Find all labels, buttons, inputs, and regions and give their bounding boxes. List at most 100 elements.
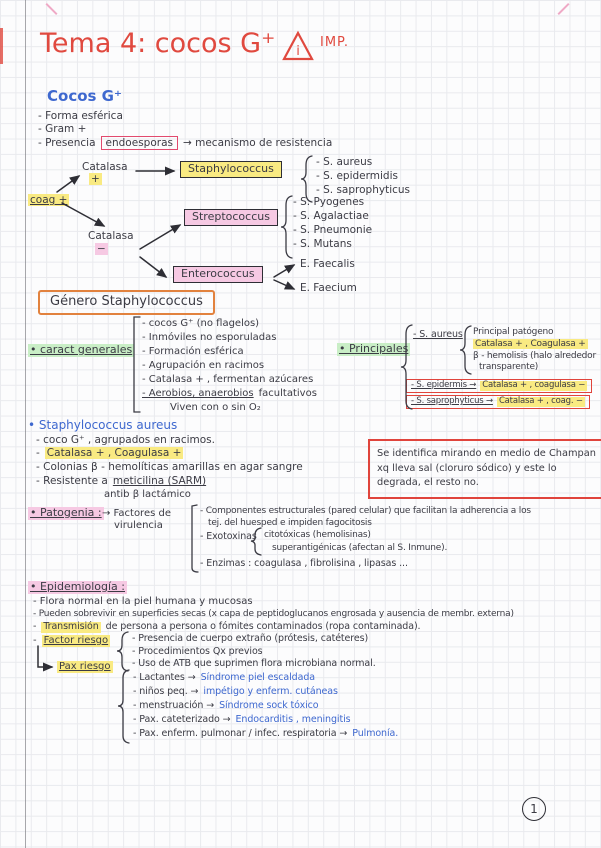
saprophyticus-value: Catalasa + , coag. − <box>496 396 585 407</box>
pax-effect: impétigo y enferm. cutáneas <box>203 686 338 697</box>
coagulase-node: coag + <box>28 194 70 207</box>
risk-factor-item: - Presencia de cuerpo extraño (prótesis,… <box>132 633 369 644</box>
patogenia-intro-2: virulencia <box>114 520 163 531</box>
exotoxin-item-cytotoxic: citotóxicas (hemolisinas) <box>264 530 371 540</box>
catalasa-positive-label: Catalasa <box>82 161 128 173</box>
intro-endospore-line: - Presencia endoesporas → mecanismo de r… <box>38 136 333 151</box>
general-item: - cocos G⁺ (no flagelos) <box>142 318 260 329</box>
patogenia-label: • Patogenia : <box>28 506 104 520</box>
pax-cause: - Pax. enferm. pulmonar / infec. respira… <box>133 728 348 739</box>
endospore-boxed-term: endoesporas <box>100 136 178 151</box>
patogenia-item-structural-2: tej. del huesped e impiden fagocitosis <box>208 518 372 528</box>
brace-factor-items <box>116 631 129 672</box>
aureus-detail-hemolysis2: transparente) <box>479 362 539 372</box>
endospore-suffix: → mecanismo de resistencia <box>182 137 333 149</box>
exotoxin-item-superantigen: superantigénicas (afectan al S. Inmune). <box>272 543 448 553</box>
risk-factor-label: Factor riesgo <box>41 635 111 647</box>
staph-species-item: - S. epidermidis <box>316 170 398 182</box>
dash: - <box>33 635 37 646</box>
dash: - <box>33 621 37 632</box>
page-title: Tema 4: cocos G⁺ <box>40 28 276 59</box>
epi-line-flora: - Flora normal en la piel humana y mucos… <box>33 596 253 607</box>
saprophyticus-name: - S. saprophyticus → <box>411 396 493 406</box>
general-characteristics-label: • caract generales <box>28 343 135 357</box>
staph-species-item: - S. saprophyticus <box>316 184 411 196</box>
risk-patient-item: - Lactantes → Síndrome piel escaldada <box>133 672 315 684</box>
general-item: - Inmóviles no esporuladas <box>142 332 277 343</box>
pax-cause: - menstruación → <box>133 700 215 711</box>
pax-cause: - niños peq. → <box>133 686 199 697</box>
strep-species-item: - S. Mutans <box>293 238 352 250</box>
brace-strep-species <box>280 195 293 259</box>
aureus-item-colonies: - Colonias β - hemolíticas amarillas en … <box>36 461 303 473</box>
risk-factor-item: - Procedimientos Qx previos <box>132 646 263 657</box>
resist-note: antib β lactámico <box>104 489 191 500</box>
arrow-coag-to-catalasa-neg <box>61 202 106 227</box>
arrow-catalasa-neg-to-entero <box>139 256 168 278</box>
aureus-detail: Principal patógeno <box>473 327 554 337</box>
streptococcus-node: Streptococcus <box>184 209 278 226</box>
staph-species-item: - S. aureus <box>316 156 373 168</box>
bracket-patogenia <box>191 504 199 573</box>
risk-patient-item: - menstruación → Síndrome sock tóxico <box>133 700 319 712</box>
strep-species-item: - S. Agalactiae <box>293 210 369 222</box>
brace-pax-items <box>117 669 130 744</box>
transmission-rest: de persona a persona o fómites contamina… <box>105 621 421 632</box>
pax-effect: Pulmonía. <box>352 728 399 739</box>
intro-bullet-gram: - Gram + <box>38 123 87 135</box>
epidermis-row: - S. epidermis → Catalasa + , coagulasa … <box>406 379 593 393</box>
principales-label: • Principales <box>337 342 411 356</box>
genus-staphylococcus-title: Género Staphylococcus <box>38 290 215 315</box>
epidermis-value: Catalasa + , coagulasa − <box>480 380 588 391</box>
epi-line-survival: - Pueden sobrevivir en superficies secas… <box>33 609 514 619</box>
aureus-detail-hemolysis: β - hemolisis (halo alrededor <box>473 351 596 361</box>
svg-text:i: i <box>296 44 300 59</box>
pax-effect: Síndrome sock tóxico <box>219 700 319 711</box>
patogenia-enzymes: - Enzimas : coagulasa , fibrolisina , li… <box>200 558 408 569</box>
risk-patient-item: - Pax. cateterizado → Endocarditis , men… <box>133 714 351 726</box>
bracket-general-items <box>133 316 141 413</box>
general-item-aerobios: - Aerobios, anaerobios facultativos <box>142 388 317 400</box>
aureus-detail-catalasa: Catalasa + , Coagulasa + <box>473 339 588 350</box>
catalasa-positive-sign: + <box>89 173 102 186</box>
corner-mark-left <box>45 2 58 16</box>
connector-factor-to-pax <box>37 645 54 672</box>
principales-aureus-name: - S. aureus <box>413 329 463 340</box>
identification-note-box: Se identifica mirando en medio de Champa… <box>368 439 601 500</box>
dash: - <box>36 447 40 459</box>
epidermis-name: - S. epidermis → <box>411 380 477 390</box>
epi-line-transmission: - Transmisión de persona a persona o fóm… <box>33 621 421 633</box>
resist-prefix: - Resistente a <box>36 475 108 487</box>
staphylococcus-node: Staphylococcus <box>180 161 282 178</box>
page-number-badge: 1 <box>522 797 546 821</box>
strep-species-item: - S. Pyogenes <box>293 196 365 208</box>
entero-species-item: E. Faecium <box>300 282 357 294</box>
aerobios-underlined: - Aerobios, anaerobios <box>142 388 254 399</box>
aureus-item-catalasa: - Catalasa + , Coagulasa + <box>36 447 184 460</box>
arrow-entero-to-faecium <box>273 279 296 290</box>
arrow-catalasa-neg-to-strep <box>139 224 182 250</box>
arrow-entero-to-faecalis <box>273 264 296 278</box>
general-oxygen-note: Viven con o sin O₂ <box>170 402 261 413</box>
corner-mark-right <box>557 2 570 16</box>
risk-patient-item: - Pax. enferm. pulmonar / infec. respira… <box>133 728 399 740</box>
aerobios-rest: facultativos <box>258 388 317 399</box>
entero-species-item: E. Faecalis <box>300 258 355 270</box>
important-label: IMP. <box>320 35 349 50</box>
patogenia-exotoxins-label: - Exotoxinas <box>200 531 257 542</box>
patogenia-intro-1: → Factores de <box>102 508 171 519</box>
section-heading-cocos: Cocos G⁺ <box>47 87 122 105</box>
aureus-section-heading: • Staphylococcus aureus <box>28 418 178 432</box>
risk-factor-item: - Uso de ATB que suprimen flora microbia… <box>132 658 376 669</box>
notebook-margin-line <box>25 0 26 848</box>
page-number: 1 <box>530 802 538 816</box>
catalasa-coagulasa-highlight: Catalasa + , Coagulasa + <box>44 447 184 460</box>
risk-patient-item: - niños peq. → impétigo y enferm. cutáne… <box>133 686 338 698</box>
warning-triangle-icon: i <box>282 30 314 61</box>
pax-cause: - Lactantes → <box>133 672 196 683</box>
general-item: - Formación esférica <box>142 346 244 357</box>
risk-factor-label-row: - Factor riesgo <box>33 635 111 647</box>
epidemiologia-label: • Epidemiología : <box>28 580 127 594</box>
pax-cause: - Pax. cateterizado → <box>133 714 231 725</box>
resist-drug: meticilina (SARM) <box>112 475 207 487</box>
